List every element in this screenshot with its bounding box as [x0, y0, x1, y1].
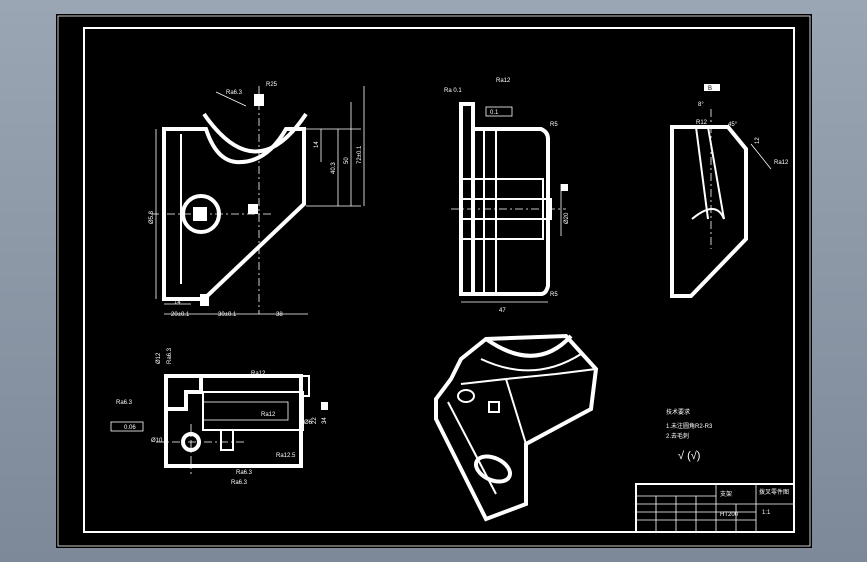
inner-border	[83, 27, 795, 533]
material: HT200	[720, 512, 739, 518]
top-ra-6: Ra6.3	[236, 470, 253, 476]
top-tolerance: 0.06	[124, 425, 136, 431]
section-dim12: 12	[755, 137, 761, 144]
section-b-view: B 8° 45° R12 12 Ra12	[670, 84, 789, 298]
side-roughness: Ra12	[496, 78, 511, 84]
section-roughness: Ra12	[774, 160, 789, 166]
front-r25: R25	[266, 82, 278, 88]
front-view: Ra6.3 R25 14 40.3 50 72±0.1 Ø5.8 14 20±0…	[149, 82, 365, 318]
top-ra-1: Ra12	[251, 371, 266, 377]
side-r5-top: R5	[550, 122, 558, 128]
section-angle8: 8°	[698, 102, 704, 108]
top-dim-3: 22	[312, 417, 318, 424]
part-name: 支架	[720, 490, 732, 498]
side-flatness: Ra 0.1	[444, 88, 462, 94]
notes-line2: 2.去毛刺	[666, 432, 689, 440]
top-dim-4: 34	[322, 417, 328, 424]
side-dia20: Ø20	[564, 212, 570, 224]
top-view: Ra12 Ra6.3 Ra6.3 Ra12 Ra12.5 Ra6.3 Ra6.3…	[110, 347, 328, 486]
side-r5-bottom: R5	[550, 292, 558, 298]
dim-72: 72±0.1	[357, 145, 363, 164]
cad-drawing: Ra6.3 R25 14 40.3 50 72±0.1 Ø5.8 14 20±0…	[57, 15, 811, 547]
section-r12: R12	[696, 120, 708, 126]
top-ra-4: Ra12	[261, 412, 276, 418]
dim-14v: 14	[314, 141, 320, 148]
side-width47: 47	[499, 308, 506, 314]
finish-symbol: √ (√)	[678, 450, 700, 462]
dim-38: 38	[276, 312, 283, 318]
section-tag	[704, 84, 720, 91]
title-block: 支架 拨叉零件图 HT200 1:1	[635, 483, 795, 533]
dim-14h: 14	[174, 300, 181, 306]
top-ra-2: Ra6.3	[167, 347, 173, 364]
side-gdt: 0.1	[490, 110, 499, 116]
section-angle45: 45°	[728, 122, 738, 128]
top-ra-3: Ra6.3	[116, 400, 133, 406]
isometric-view	[434, 333, 599, 522]
technical-notes: 技术要求 1.未注圆角R2-R3 2.去毛刺 √ (√)	[666, 408, 713, 462]
dim-50: 50	[344, 157, 350, 164]
dim-20: 20±0.1	[171, 312, 190, 318]
notes-line1: 1.未注圆角R2-R3	[666, 422, 713, 430]
drawing-viewport[interactable]: Ra6.3 R25 14 40.3 50 72±0.1 Ø5.8 14 20±0…	[56, 14, 812, 548]
top-ra-7: Ra6.3	[231, 480, 248, 486]
scale: 1:1	[762, 510, 771, 516]
top-dim-2: Ø6	[304, 420, 313, 426]
dim-30: 30±0.1	[218, 312, 237, 318]
top-dim-5: Ø10	[151, 438, 163, 444]
dim-40: 40.3	[331, 162, 337, 174]
dim-dia-left: Ø5.8	[149, 210, 155, 224]
drawing-number: 拨叉零件图	[759, 488, 789, 496]
svg-text:B: B	[708, 86, 712, 92]
front-roughness: Ra6.3	[226, 90, 243, 96]
top-ra-5: Ra12.5	[276, 453, 296, 459]
notes-heading: 技术要求	[666, 408, 690, 416]
top-dim-1: Ø12	[156, 352, 162, 364]
side-view: Ra 0.1 Ra12 0.1 R5 R5 Ø20 47	[444, 78, 570, 314]
outer-border	[57, 15, 811, 547]
